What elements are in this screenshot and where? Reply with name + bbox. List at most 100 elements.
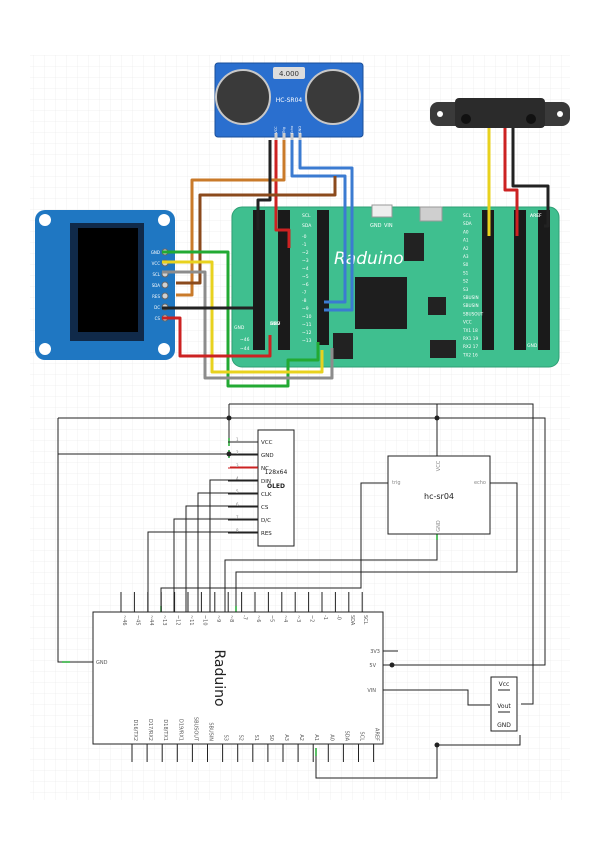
- mcu-top-pin-label: SCL: [362, 615, 368, 625]
- mcu-top-pin-label: ~10: [201, 615, 207, 626]
- oled-pin-label: GND: [261, 453, 274, 459]
- wire-red-oled[interactable]: [162, 316, 272, 358]
- sensor-pin-label: GND: [298, 126, 302, 134]
- ir-lens-right: [526, 114, 536, 124]
- mount-hole-right: [557, 111, 563, 117]
- board-left-pin-label: 5V: [270, 321, 277, 327]
- schematic-raduino[interactable]: [92, 611, 384, 745]
- oled-pin-number: 7: [236, 515, 239, 520]
- net-echo: [235, 482, 518, 612]
- sensor-pin[interactable]: [298, 133, 302, 141]
- hc-pin-gnd: GND: [436, 520, 442, 532]
- mcu-pin-vin: VIN: [367, 688, 376, 694]
- board-mid-pin-label: RX2 17: [463, 344, 478, 349]
- oled-pin-number: 4: [236, 476, 239, 481]
- wire-black-sensor-gnd[interactable]: [256, 140, 272, 230]
- sensor-display-label: 4.000: [279, 70, 299, 78]
- ir-distance-sensor[interactable]: [430, 98, 570, 128]
- oled-pin-label: RES: [261, 531, 272, 537]
- board-digital-pin-label: -7: [302, 290, 307, 296]
- mcu-bottom-pin-label: AREF: [374, 728, 380, 741]
- ir-pin-vcc: Vcc: [499, 681, 510, 688]
- mcu-top-pin-label: ~9: [215, 615, 221, 622]
- wire-orange-sensor-trig[interactable]: [176, 140, 286, 297]
- net-cs: [185, 505, 258, 612]
- wire-green-oled[interactable]: [162, 250, 320, 388]
- mcu-bottom-pin-label: D19/RX1: [177, 719, 183, 741]
- mcu-top-pin-label: ~2: [309, 615, 315, 622]
- oled-pin-label: VCC: [152, 261, 161, 266]
- oled-hole-br: [158, 343, 170, 355]
- ir-lens-left: [461, 114, 471, 124]
- mcu-pin-gnd: GND: [96, 660, 108, 666]
- junctions: [226, 415, 440, 748]
- raduino-board[interactable]: Raduino GND VIN GND3.3V5VGND~46~44-0-1~2…: [231, 204, 560, 368]
- mcu-bottom-pin-label: SCL: [359, 732, 365, 742]
- oled-pin-label: VCC: [261, 440, 273, 446]
- mcu-top-pin-label: ~8: [228, 615, 234, 622]
- oled-pin-label: NC: [261, 466, 269, 472]
- wire-gray-oled[interactable]: [162, 270, 334, 380]
- small-chip: [428, 297, 446, 315]
- net-res: [147, 531, 258, 612]
- wire-red-sensor-vcc[interactable]: [274, 140, 291, 248]
- board-left-pin-label: GND: [234, 325, 245, 331]
- schematic-hc-sr04[interactable]: [387, 455, 491, 535]
- board-col3-pin-label: SCL: [302, 213, 311, 219]
- board-mid-pin-label: SCL: [463, 213, 472, 218]
- ir-pin-gnd: GND: [497, 722, 511, 729]
- sensor-pin[interactable]: [290, 133, 294, 141]
- mcu-bottom-pin-label: S1: [253, 735, 259, 741]
- wire-black-ir[interactable]: [511, 128, 550, 228]
- mcu-bottom-pin-label: S3: [223, 735, 229, 741]
- board-mid-pin-label: TX2 16: [462, 352, 478, 357]
- wire-blue-sensor-echo[interactable]: [290, 140, 347, 304]
- board-digital-pin-label: ~13: [302, 338, 312, 344]
- sensor-pin-label: VCC: [274, 126, 278, 134]
- mcu-bottom-pin-label: S2: [238, 735, 244, 741]
- board-digital-pin-label: ~10: [302, 314, 312, 320]
- header-col1: [278, 210, 290, 350]
- mcu-bottom-pin-label: D17/RX2: [147, 719, 153, 741]
- sensor-pin[interactable]: [274, 133, 278, 141]
- mount-hole-left: [437, 111, 443, 117]
- wire-yellow-oled[interactable]: [162, 260, 324, 374]
- wire-brown[interactable]: [176, 176, 337, 285]
- board-mid-pin-label: S0: [463, 262, 469, 267]
- oled-pin[interactable]: [161, 292, 169, 300]
- mcu-top-pin-label: ~11: [188, 615, 194, 626]
- board-col3-pin-label: SDA: [302, 223, 312, 229]
- net-dc: [173, 518, 258, 612]
- schematic-ir-sensor[interactable]: [490, 676, 518, 732]
- board-digital-pin-label: ~3: [302, 258, 309, 264]
- board-digital-pin-label: ~11: [302, 322, 312, 328]
- hc-sr04-label: hc-sr04: [424, 492, 454, 501]
- mcu-top-pin-label: ~46: [121, 615, 127, 626]
- oled-label-size: 128x64: [265, 469, 288, 476]
- board-digital-pin-label: -1: [302, 242, 307, 248]
- hc-pin-vcc: VCC: [436, 460, 442, 471]
- board-right-pin-label: AREF: [530, 213, 542, 219]
- board-mid-pin-label: SBUSIN: [463, 295, 479, 300]
- board-mid-pin-label: RX1 19: [463, 336, 478, 341]
- schematic-oled[interactable]: [257, 429, 295, 547]
- mcu-top-pin-label: -0: [335, 615, 341, 620]
- sensor-pin[interactable]: [282, 133, 286, 141]
- power-connector[interactable]: [371, 204, 393, 218]
- mcu-bottom-pin-label: S0: [268, 735, 274, 741]
- wire-blue2-sensor[interactable]: [298, 140, 354, 312]
- header-label-vin: VIN: [384, 223, 393, 229]
- oled-pin-label: RES: [152, 294, 160, 299]
- wire-red-ir[interactable]: [503, 128, 519, 236]
- mcu-top-pin-label: ~5: [268, 615, 274, 622]
- usb-connector[interactable]: [419, 206, 443, 222]
- header-left: [253, 210, 265, 350]
- oled-pin[interactable]: [161, 281, 169, 289]
- net-gnd3: [315, 735, 521, 779]
- oled-pin-number: 5: [236, 489, 239, 494]
- mcu-top-pin-label: -1: [322, 615, 328, 620]
- oled-pin-label: CLK: [261, 492, 272, 498]
